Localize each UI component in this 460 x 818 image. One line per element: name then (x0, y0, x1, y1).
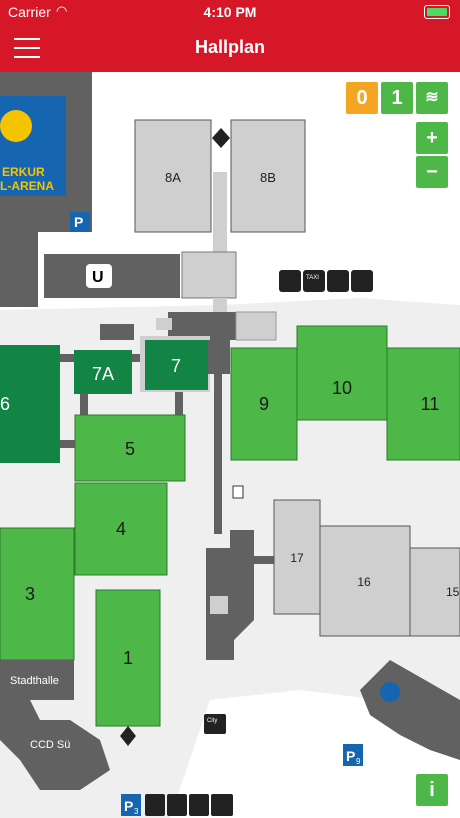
carrier-label: Carrier (8, 4, 51, 20)
stadthalle[interactable] (0, 660, 74, 700)
hall-6-label: 6 (0, 394, 10, 414)
subway-icon (279, 270, 301, 292)
restaurant-icon (232, 485, 244, 499)
hall-16-label: 16 (357, 575, 371, 589)
hall-8a-label: 8A (165, 170, 181, 185)
hall-8b[interactable] (230, 119, 306, 233)
parking-p7-label: P (74, 214, 83, 230)
svg-text:9: 9 (356, 757, 361, 766)
layers-icon[interactable]: ≋ (416, 82, 448, 114)
corridor-north (213, 172, 227, 254)
parking-p7-icon (70, 212, 90, 232)
city-bus-icon (204, 714, 226, 734)
map-canvas[interactable]: ERKUR L-ARENA P U 8A 8B TAXI 6 7A 7 5 4 … (0, 72, 460, 818)
svg-text:P: P (346, 748, 355, 764)
menu-icon[interactable] (14, 38, 40, 58)
hall-9[interactable] (230, 347, 298, 461)
plane-icon (167, 794, 187, 816)
hall-5-label: 5 (125, 439, 135, 459)
hall-17[interactable] (273, 499, 321, 615)
hall-3[interactable] (0, 527, 75, 661)
wifi-icon: ◠ (56, 3, 68, 18)
hall-3-label: 3 (25, 584, 35, 604)
hall-11[interactable] (386, 347, 460, 461)
hall-10-label: 10 (332, 378, 352, 398)
park-ride-icon (351, 270, 373, 292)
svg-text:3: 3 (134, 807, 139, 816)
svg-text:TAXI: TAXI (306, 275, 319, 281)
hall-5[interactable] (74, 414, 186, 482)
hall-15[interactable] (409, 547, 460, 637)
hall-16[interactable] (319, 525, 411, 637)
connector-8-icon (212, 128, 230, 148)
park-ride-bottom-icon (211, 794, 233, 816)
hall-4-label: 4 (116, 519, 126, 539)
hall-map[interactable]: ERKUR L-ARENA P U 8A 8B TAXI 6 7A 7 5 4 … (0, 72, 460, 818)
arena-name-line2: L-ARENA (0, 179, 54, 193)
hall-4[interactable] (74, 482, 168, 576)
hall-11-label: 11 (421, 394, 440, 414)
hall-7a[interactable] (74, 350, 132, 394)
parking-p9-icon (343, 744, 363, 766)
ccd-label: CCD Sü (30, 739, 70, 751)
navigation-bar: Hallplan (0, 24, 460, 72)
hall-8a[interactable] (134, 119, 212, 233)
corridor-central (214, 374, 222, 534)
battery-icon (424, 5, 450, 19)
parking-garage-icon (380, 682, 400, 702)
shuttle-icon (327, 270, 349, 292)
hall-15-label: 15 (446, 585, 460, 599)
info-button[interactable]: i (416, 774, 448, 806)
svg-text:City: City (207, 718, 217, 724)
hall-7-label: 7 (171, 356, 181, 376)
arena-sun-icon (0, 110, 32, 142)
hall-7a-label: 7A (92, 364, 114, 384)
stadthalle-label: Stadthalle (10, 675, 59, 687)
parking-p3-icon (121, 794, 141, 816)
zoom-in-button[interactable]: + (416, 122, 448, 154)
taxi-bottom-icon (145, 794, 165, 816)
city-bottom-icon (189, 794, 209, 816)
hall-9-label: 9 (259, 394, 269, 414)
hall-7[interactable] (145, 340, 208, 390)
building-central[interactable] (206, 530, 254, 660)
entrance-hall[interactable] (168, 312, 236, 340)
zoom-out-button[interactable]: − (416, 156, 448, 188)
ccd-sued[interactable] (0, 700, 110, 790)
subway-u-icon (86, 264, 112, 288)
svg-text:U: U (92, 269, 104, 286)
hall-10[interactable] (296, 325, 388, 421)
svg-text:P: P (124, 798, 133, 814)
hall-8b-label: 8B (260, 170, 276, 185)
floor-1-button[interactable]: 1 (381, 82, 413, 114)
page-title: Hallplan (194, 37, 265, 57)
hall-1[interactable] (95, 589, 161, 727)
taxi-icon (303, 270, 325, 292)
clock: 4:10 PM (203, 4, 257, 20)
connector-1-icon (120, 726, 136, 746)
floor-0-button[interactable]: 0 (346, 82, 378, 114)
status-bar: Carrier ◠ 4:10 PM (0, 0, 460, 24)
building-west[interactable] (0, 232, 38, 307)
hall-6[interactable] (0, 345, 60, 463)
hall-17-label: 17 (290, 551, 304, 565)
entrance-block[interactable] (181, 251, 237, 299)
arena-name-line1: ERKUR (2, 165, 45, 179)
hall-1-label: 1 (123, 648, 133, 668)
